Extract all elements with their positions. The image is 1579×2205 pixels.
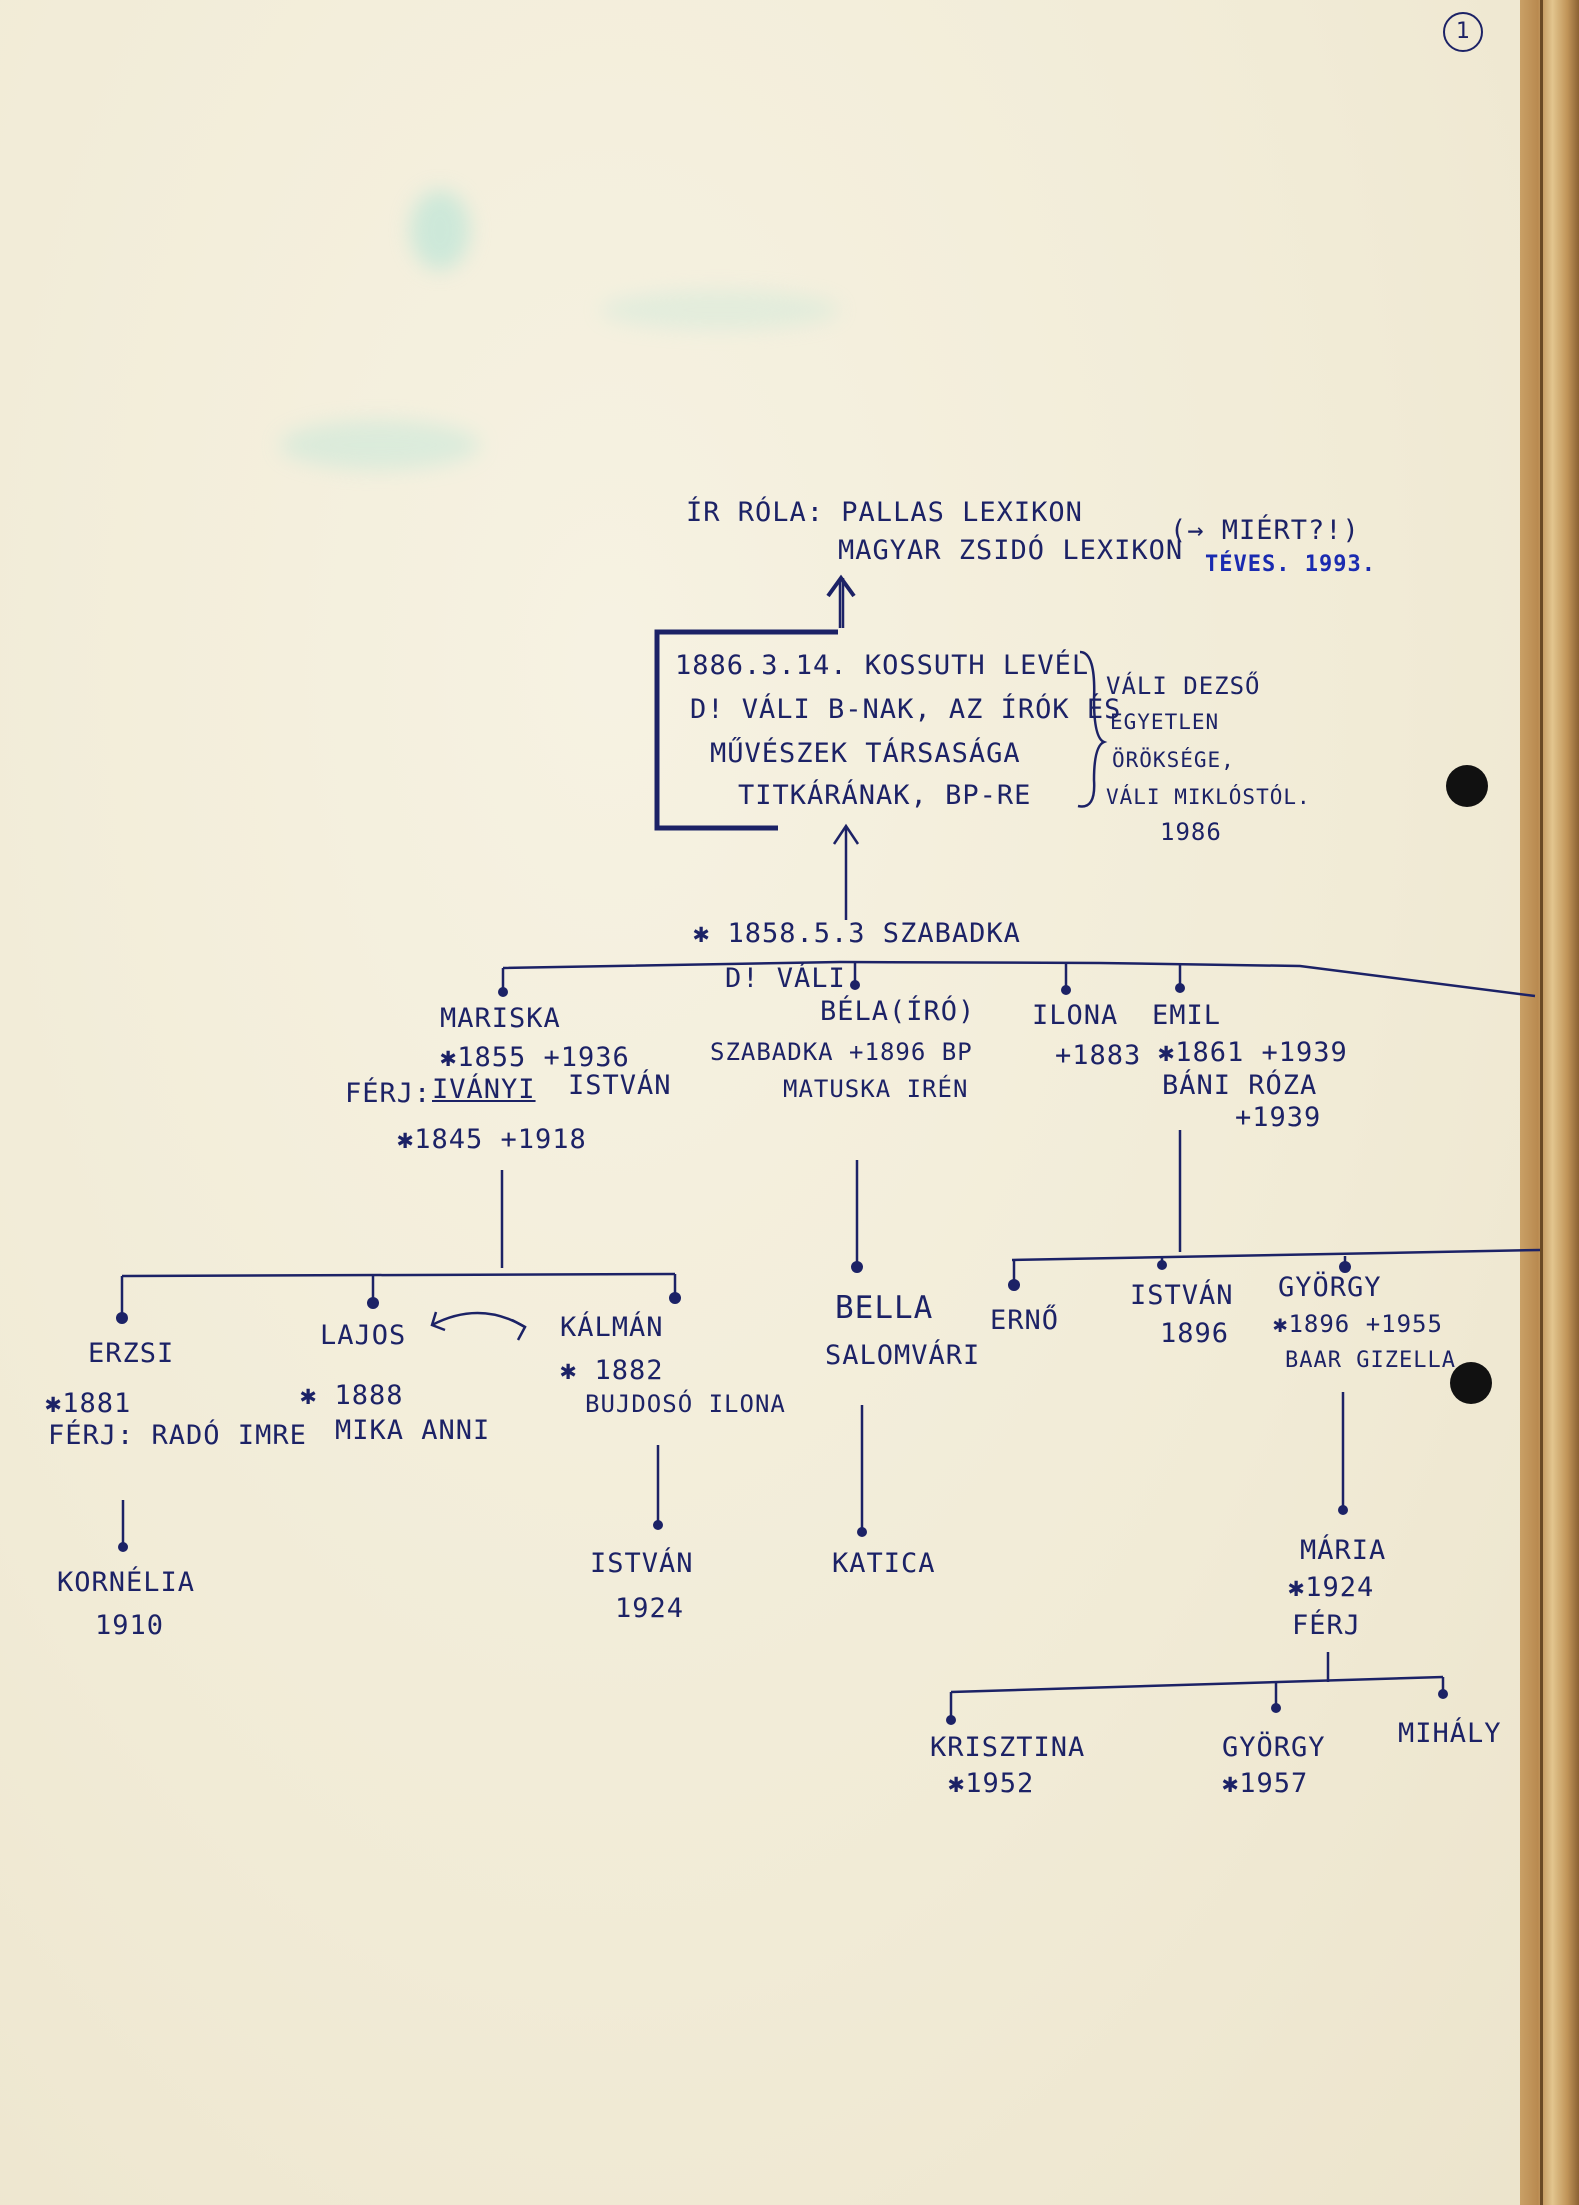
letter-side-4: VÁLI MIKLÓSTÓL. <box>1106 785 1311 809</box>
istvan2-birth: 1924 <box>615 1593 685 1624</box>
emil-spouse-death: +1939 <box>1235 1102 1322 1133</box>
bella-name: BELLA <box>835 1290 934 1326</box>
punch-hole <box>1446 765 1488 807</box>
gyorgy-dates: ✱1896 +1955 <box>1273 1310 1443 1338</box>
erno-name: ERNŐ <box>990 1305 1060 1336</box>
bela-spouse: MATUSKA IRÉN <box>783 1075 969 1103</box>
gyorgy-spouse: BAAR GIZELLA <box>1285 1348 1456 1373</box>
ilona-death: +1883 <box>1055 1040 1142 1071</box>
punch-hole <box>1450 1362 1492 1404</box>
lajos-name: LAJOS <box>320 1320 407 1351</box>
letter-side-5: 1986 <box>1160 818 1222 846</box>
kalman-spouse: BUJDOSÓ ILONA <box>585 1390 786 1418</box>
mariska-spouse-label: FÉRJ: <box>345 1078 432 1109</box>
letter-line-4: TITKÁRÁNAK, BP-RE <box>738 780 1032 811</box>
paper-sheet <box>0 0 1520 2205</box>
kornelia-birth: 1910 <box>95 1610 165 1641</box>
bela-birth: ✱ 1858.5.3 SZABADKA <box>693 918 1021 949</box>
letter-side-1: VÁLI DEZSŐ <box>1106 672 1261 700</box>
erzsi-name: ERZSI <box>88 1338 175 1369</box>
ink-stain <box>280 420 480 470</box>
lajos-spouse: MIKA ANNI <box>335 1415 491 1446</box>
ink-stain <box>600 290 840 330</box>
istvan-birth: 1896 <box>1160 1318 1230 1349</box>
mariska-name: MARISKA <box>440 1003 561 1034</box>
kornelia-name: KORNÉLIA <box>57 1567 196 1598</box>
bela-title: D! VÁLI <box>725 963 846 994</box>
mihaly-name: MIHÁLY <box>1398 1718 1502 1749</box>
letter-line-1: 1886.3.14. KOSSUTH LEVÉL <box>675 650 1090 681</box>
krisztina-name: KRISZTINA <box>930 1732 1086 1763</box>
krisztina-birth: ✱1952 <box>948 1768 1035 1799</box>
mariska-spouse-name: IVÁNYI <box>432 1074 536 1105</box>
erzsi-birth: ✱1881 <box>45 1388 132 1419</box>
istvan2-name: ISTVÁN <box>590 1548 694 1579</box>
mariska-spouse-first: ISTVÁN <box>568 1070 672 1101</box>
emil-dates: ✱1861 +1939 <box>1158 1037 1348 1068</box>
maria-name: MÁRIA <box>1300 1535 1387 1566</box>
sources-line-2: MAGYAR ZSIDÓ LEXIKON <box>838 535 1184 566</box>
letter-side-3: ÖRÖKSÉGE, <box>1112 748 1235 772</box>
binder-edge <box>1520 0 1579 2205</box>
mariska-dates: ✱1855 +1936 <box>440 1042 630 1073</box>
gyorgy-name: GYÖRGY <box>1278 1272 1382 1303</box>
sources-note: TÉVES. 1993. <box>1205 552 1376 577</box>
kalman-name: KÁLMÁN <box>560 1312 664 1343</box>
letter-line-3: MŰVÉSZEK TÁRSASÁGA <box>710 738 1021 769</box>
letter-line-2: D! VÁLI B-NAK, AZ ÍRÓK ÉS <box>690 694 1122 725</box>
bela-name: BÉLA(ÍRÓ) <box>820 996 976 1027</box>
lajos-birth: ✱ 1888 <box>300 1380 404 1411</box>
emil-name: EMIL <box>1152 1000 1222 1031</box>
sources-line-1: ÍR RÓLA: PALLAS LEXIKON <box>686 497 1083 528</box>
letter-side-2: EGYETLEN <box>1110 710 1220 734</box>
sources-aside: (→ MIÉRT?!) <box>1170 515 1360 546</box>
ilona-name: ILONA <box>1032 1000 1119 1031</box>
katica-name: KATICA <box>832 1548 936 1579</box>
bela-death: SZABADKA +1896 BP <box>710 1038 973 1066</box>
gyorgy2-name: GYÖRGY <box>1222 1732 1326 1763</box>
bella-spouse: SALOMVÁRI <box>825 1340 981 1371</box>
ink-stain <box>410 190 470 270</box>
istvan-name: ISTVÁN <box>1130 1280 1234 1311</box>
page-number: 1 <box>1443 12 1483 52</box>
emil-spouse: BÁNI RÓZA <box>1162 1070 1318 1101</box>
maria-spouse: FÉRJ <box>1292 1610 1362 1641</box>
gyorgy2-birth: ✱1957 <box>1222 1768 1309 1799</box>
erzsi-spouse: FÉRJ: RADÓ IMRE <box>48 1420 307 1451</box>
maria-birth: ✱1924 <box>1288 1572 1375 1603</box>
binder-fold <box>1540 0 1543 2205</box>
kalman-birth: ✱ 1882 <box>560 1355 664 1386</box>
mariska-spouse-dates: ✱1845 +1918 <box>397 1124 587 1155</box>
